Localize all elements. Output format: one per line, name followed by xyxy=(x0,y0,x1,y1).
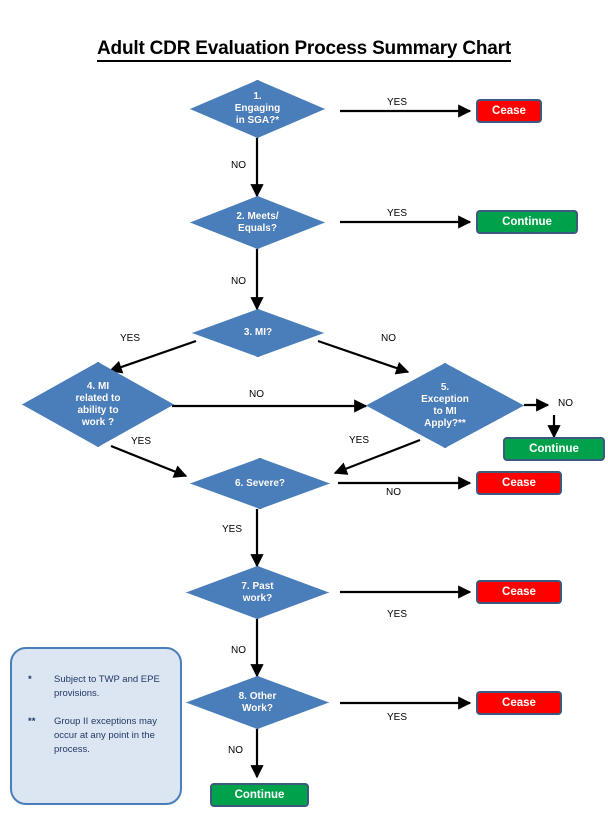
edge-n3-yes-n4 xyxy=(108,339,197,374)
page-title-text: Adult CDR Evaluation Process Summary Cha… xyxy=(97,38,511,62)
legend-note-2-mark: ** xyxy=(28,716,36,727)
edge-label-n7-yes: YES xyxy=(387,609,408,620)
terminal-cease-3[interactable]: Cease xyxy=(476,580,562,604)
edge-label-n5-yes: YES xyxy=(349,435,370,446)
edge-label-n4-yes: YES xyxy=(131,436,152,447)
terminal-label: Continue xyxy=(529,443,579,455)
edge-n5-yes-n6 xyxy=(333,438,421,475)
decision-node-2[interactable]: 2. Meets/Equals? xyxy=(190,196,325,249)
edge-label-n3-yes: YES xyxy=(120,333,141,344)
terminal-cease-4[interactable]: Cease xyxy=(476,691,562,715)
terminal-continue-1[interactable]: Continue xyxy=(476,210,578,234)
terminal-label: Cease xyxy=(502,477,536,489)
terminal-cease-2[interactable]: Cease xyxy=(476,471,562,495)
decision-node-6[interactable]: 6. Severe? xyxy=(190,458,330,509)
legend-note-1-mark: * xyxy=(28,674,32,685)
edge-label-n3-no: NO xyxy=(381,333,396,344)
terminal-label: Continue xyxy=(502,216,552,228)
edge-label-n7-no: NO xyxy=(231,645,246,656)
edge-label-n4-no: NO xyxy=(249,389,264,400)
legend-note-2-text: Group II exceptions may occur at any poi… xyxy=(54,716,157,755)
edge-label-n8-no: NO xyxy=(228,745,243,756)
terminal-label: Cease xyxy=(502,697,536,709)
edge-label-n5-no: NO xyxy=(558,398,573,409)
edge-label-n8-yes: YES xyxy=(387,712,408,723)
edge-n3-no-n5 xyxy=(317,339,410,375)
legend-note-2: ** Group II exceptions may occur at any … xyxy=(28,715,178,757)
legend-note-1: * Subject to TWP and EPE provisions. xyxy=(28,673,174,701)
terminal-label: Cease xyxy=(502,586,536,598)
edge-label-n1-yes: YES xyxy=(387,97,408,108)
decision-node-3-label: 3. MI? xyxy=(243,327,273,338)
decision-node-3[interactable]: 3. MI? xyxy=(192,309,324,357)
terminal-cease-1[interactable]: Cease xyxy=(476,99,542,123)
legend-box: * Subject to TWP and EPE provisions. ** … xyxy=(10,647,182,805)
decision-node-2-label: 2. Meets/Equals? xyxy=(236,210,279,234)
decision-node-6-label: 6. Severe? xyxy=(234,477,286,489)
terminal-continue-2[interactable]: Continue xyxy=(503,437,605,461)
legend-note-1-text: Subject to TWP and EPE provisions. xyxy=(54,674,160,699)
edge-label-n6-no: NO xyxy=(386,487,401,498)
terminal-label: Continue xyxy=(234,789,285,801)
terminal-label: Cease xyxy=(492,105,526,117)
terminal-continue-3[interactable]: Continue xyxy=(210,783,309,807)
page-title: Adult CDR Evaluation Process Summary Cha… xyxy=(0,38,608,62)
edge-n4-yes-n6 xyxy=(110,444,188,478)
edge-label-n2-no: NO xyxy=(231,276,246,287)
edge-label-n6-yes: YES xyxy=(222,524,243,535)
edge-label-n2-yes: YES xyxy=(387,208,408,219)
edge-label-n1-no: NO xyxy=(231,160,246,171)
